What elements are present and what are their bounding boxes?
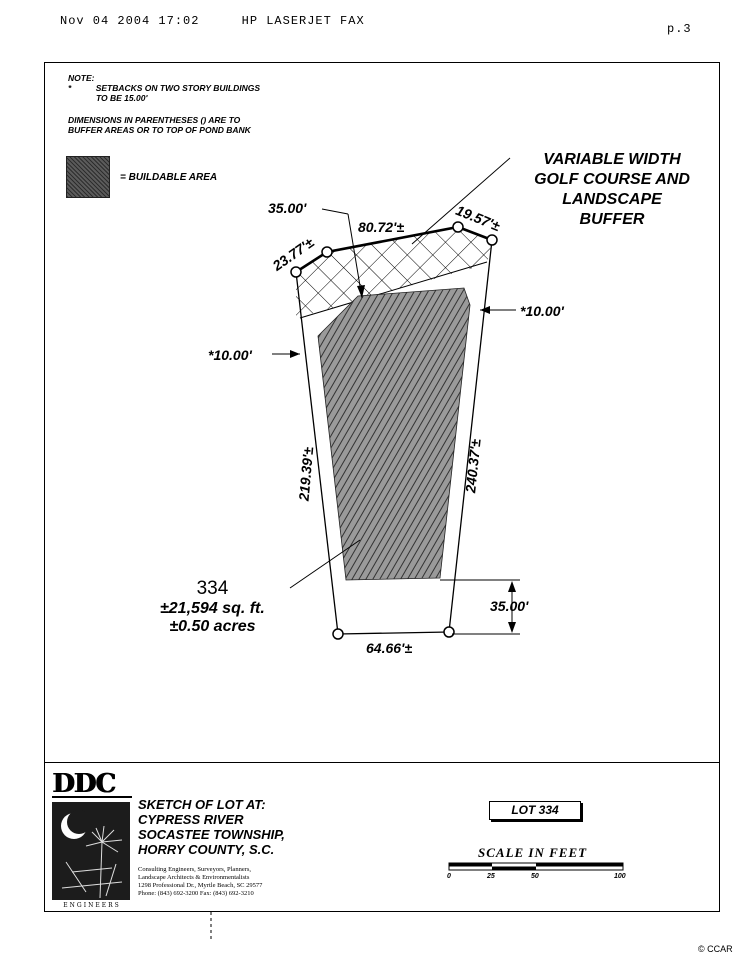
buffer-label-line-1: VARIABLE WIDTH xyxy=(543,151,681,168)
lot-info: 334 ±21,594 sq. ft. ±0.50 acres xyxy=(160,578,265,636)
fax-date: Nov 04 2004 17:02 xyxy=(60,14,200,28)
buildable-area xyxy=(317,287,471,581)
corner-pin-sw xyxy=(332,628,344,640)
top-left-setback-label: 35.00' xyxy=(268,200,307,216)
lot-area-acres: ±0.50 acres xyxy=(169,618,256,635)
buffer-line xyxy=(299,261,488,319)
notes-heading: NOTE: xyxy=(68,73,95,83)
logo-moon-tree-image xyxy=(52,802,130,900)
setback-arrow-line xyxy=(347,213,363,299)
corner-pin-ne xyxy=(452,221,464,233)
buffer-label-line-4: BUFFER xyxy=(579,211,645,228)
buffer-label: VARIABLE WIDTH GOLF COURSE AND LANDSCAPE… xyxy=(512,150,712,230)
sketch-title-line-4: HORRY COUNTY, S.C. xyxy=(138,842,275,857)
scale-title: SCALE IN FEET xyxy=(478,845,588,860)
right-setback-arrowhead xyxy=(480,306,490,314)
buffer-leader xyxy=(411,157,511,245)
left-setback-label: *10.00' xyxy=(208,347,252,363)
scale-tick-0: 0 xyxy=(447,873,451,880)
page-number: p.3 xyxy=(667,22,692,36)
fax-header: Nov 04 2004 17:02 HP LASERJET FAX xyxy=(60,14,399,28)
scale-tick-50: 50 xyxy=(531,873,539,880)
company-info: Consulting Engineers, Surveyors, Planner… xyxy=(138,866,262,898)
corner-pin-n xyxy=(321,246,333,258)
scale-tick-100: 100 xyxy=(614,873,626,880)
notes-line-2: TO BE 15.00' xyxy=(96,93,148,103)
scale-tick-25: 25 xyxy=(487,873,495,880)
fold-mark xyxy=(210,912,212,942)
lot-label-box: LOT 334 xyxy=(489,801,581,820)
buffer-label-line-2: GOLF COURSE AND xyxy=(534,171,690,188)
legend-label: = BUILDABLE AREA xyxy=(120,172,218,183)
scale-bar xyxy=(448,862,624,871)
sketch-title: SKETCH OF LOT AT: CYPRESS RIVER SOCASTEE… xyxy=(138,797,285,857)
lot-number-leader xyxy=(289,539,361,589)
notes-bullet-row: * SETBACKS ON TWO STORY BUILDINGS xyxy=(68,83,260,93)
notes-line-4: BUFFER AREAS OR TO TOP OF POND BANK xyxy=(68,125,251,135)
logo-text: DDC xyxy=(52,771,132,798)
top-middle-segment-label: 80.72'± xyxy=(358,219,405,235)
logo-footer: ENGINEERS xyxy=(63,902,121,909)
buildable-area-swatch xyxy=(66,156,110,198)
fax-machine: HP LASERJET FAX xyxy=(241,14,365,28)
buffer-label-line-3: LANDSCAPE xyxy=(562,191,662,208)
crescent-moon-icon xyxy=(61,810,123,899)
right-setback-label: *10.00' xyxy=(520,303,564,319)
lot-number: 334 xyxy=(196,578,229,599)
rear-setback-label: 35.00' xyxy=(490,598,529,614)
setback-leader xyxy=(321,208,349,215)
bottom-side-label: 64.66'± xyxy=(366,640,413,656)
sketch-title-line-3: SOCASTEE TOWNSHIP, xyxy=(138,827,285,842)
company-line-1: Consulting Engineers, Surveyors, Planner… xyxy=(138,866,252,873)
sketch-title-line-1: SKETCH OF LOT AT: xyxy=(138,797,266,812)
company-line-3: 1298 Professional Dr., Myrtle Beach, SC … xyxy=(138,882,263,889)
lot-area-sqft: ±21,594 sq. ft. xyxy=(160,600,265,617)
watermark: © CCAR xyxy=(698,944,733,954)
left-setback-arrowhead xyxy=(290,350,300,358)
notes: NOTE: * SETBACKS ON TWO STORY BUILDINGS … xyxy=(68,73,260,135)
drawing-frame xyxy=(44,62,720,912)
rear-setback-arrow-bottom xyxy=(508,622,516,633)
company-line-4: Phone: (843) 692-3200 Fax: (843) 692-321… xyxy=(138,890,254,897)
rear-setback-arrow-top xyxy=(508,581,516,592)
company-logo: DDC ENGINEERS xyxy=(52,771,132,909)
corner-pin-se xyxy=(443,626,455,638)
notes-line-3: DIMENSIONS IN PARENTHESES () ARE TO xyxy=(68,115,241,125)
corner-pin-e xyxy=(486,234,498,246)
notes-line-1: SETBACKS ON TWO STORY BUILDINGS xyxy=(95,83,261,93)
company-line-2: Landscape Architects & Environmentalists xyxy=(138,874,250,881)
setback-arrowhead xyxy=(357,285,365,298)
buffer-area xyxy=(296,227,492,318)
notes-bullet: * xyxy=(68,83,72,93)
title-block-divider xyxy=(44,762,720,763)
corner-pin-nw xyxy=(290,266,302,278)
sketch-title-line-2: CYPRESS RIVER xyxy=(138,812,244,827)
